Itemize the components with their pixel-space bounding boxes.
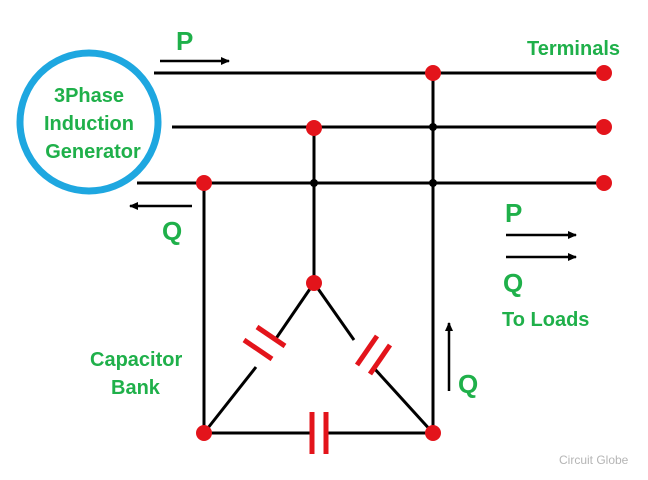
watermark: Circuit Globe [559, 453, 629, 467]
label-q-up: Q [458, 369, 478, 399]
junction-node [196, 175, 212, 191]
terminal-node [596, 119, 612, 135]
delta-left-lower [202, 366, 258, 434]
junction-node [425, 65, 441, 81]
label-to-loads: To Loads [502, 309, 589, 331]
terminal-node [596, 65, 612, 81]
crossing-dot [429, 123, 437, 131]
generator-label-line1: 3Phase [54, 85, 124, 107]
junction-node [425, 425, 441, 441]
terminal-node [596, 175, 612, 191]
crossing-dot [310, 179, 318, 187]
label-q-left: Q [162, 216, 182, 246]
generator-label-line3: Generator [45, 141, 141, 163]
generator-label-line2: Induction [44, 113, 134, 135]
label-capacitor-line2: Bank [111, 377, 161, 399]
capacitor-bottom [309, 412, 329, 454]
capacitor-left [242, 324, 287, 362]
junction-node [306, 275, 322, 291]
label-terminals: Terminals [527, 38, 620, 60]
junction-node [306, 120, 322, 136]
label-q-right: Q [503, 268, 523, 298]
delta-left-upper [273, 282, 316, 341]
delta-right-upper [312, 282, 356, 341]
label-capacitor-line1: Capacitor [90, 349, 182, 371]
crossing-dot [429, 179, 437, 187]
junction-node [196, 425, 212, 441]
label-p-right: P [505, 198, 522, 228]
label-p-top: P [176, 26, 193, 56]
generator-ring [16, 49, 162, 195]
delta-right-lower [371, 365, 435, 435]
capacitor-right [354, 334, 393, 376]
